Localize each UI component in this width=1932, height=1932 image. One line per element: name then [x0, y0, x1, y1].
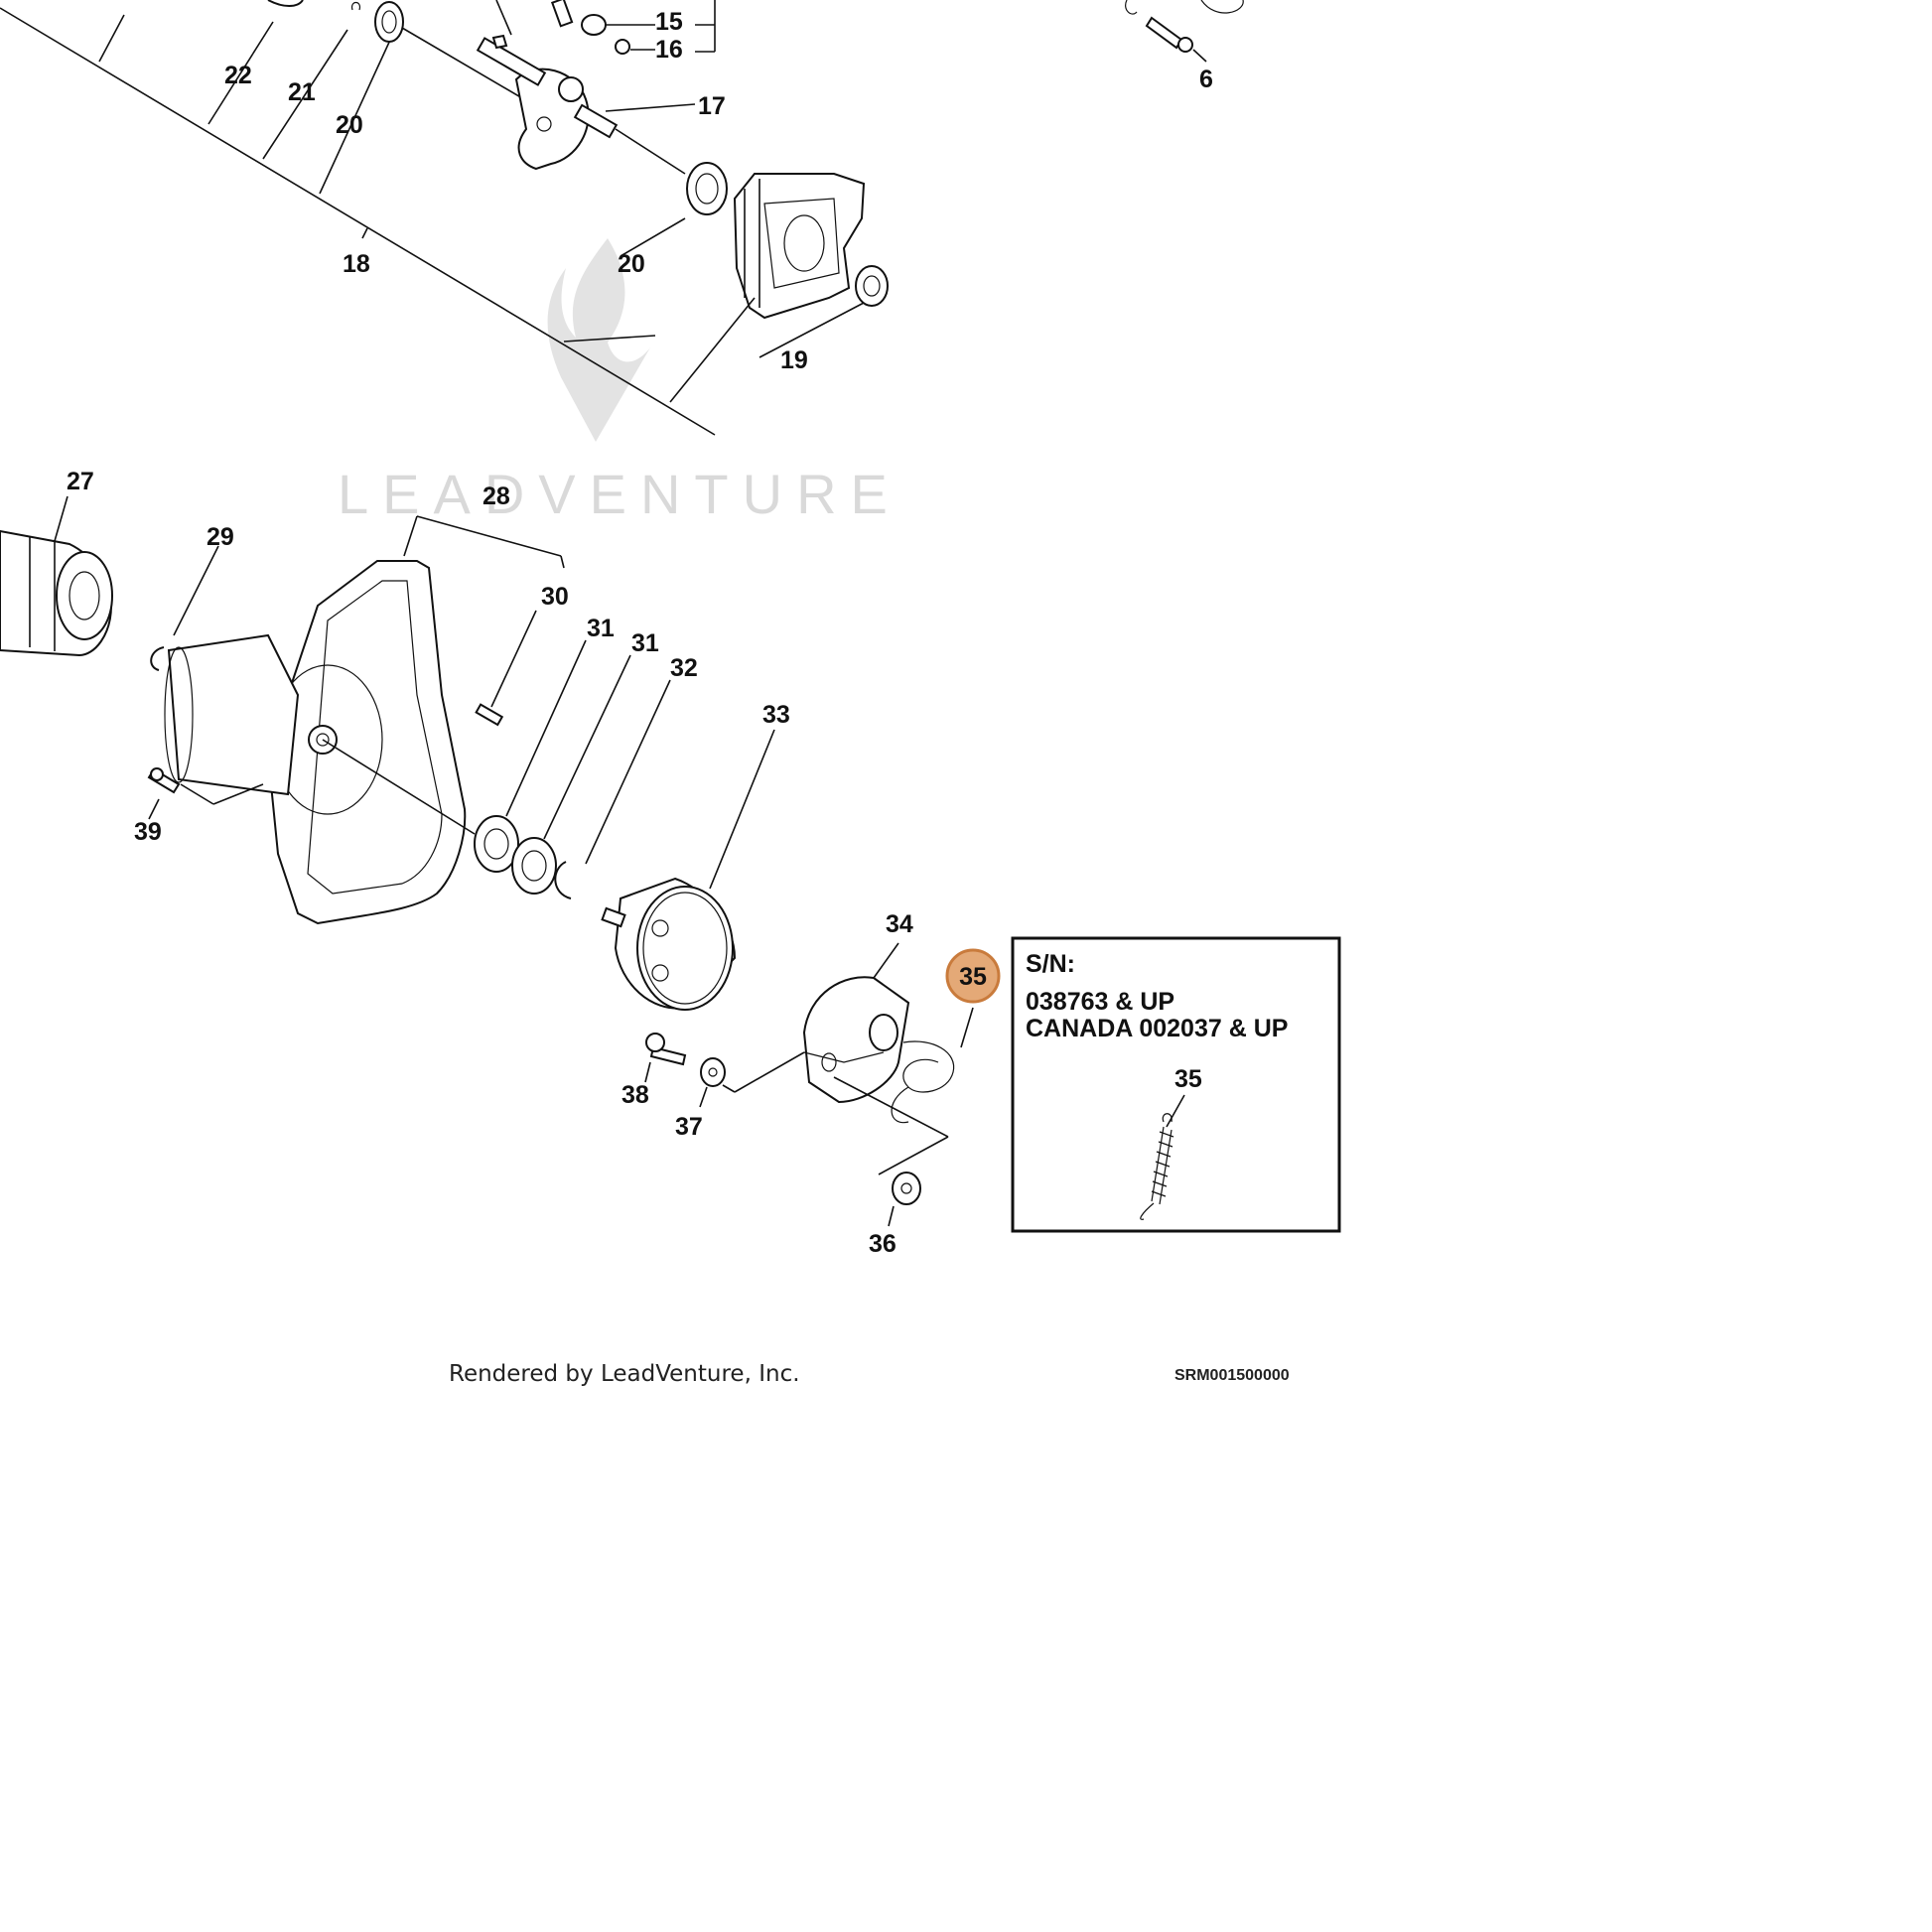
callout-20-lower[interactable]: 20: [618, 250, 645, 278]
callout-28[interactable]: 28: [483, 483, 510, 510]
inset-serial-line2: CANADA 002037 & UP: [1026, 1015, 1288, 1042]
callout-21[interactable]: 21: [288, 78, 316, 106]
callout-27[interactable]: 27: [67, 468, 94, 495]
callout-37[interactable]: 37: [675, 1113, 703, 1141]
callout-29[interactable]: 29: [207, 523, 234, 551]
clutch-housing-assembly: 27 28 29 30 31 31 32 33 39 34 38 37 36 3…: [0, 468, 1001, 1258]
callout-6[interactable]: 6: [1199, 66, 1213, 93]
callout-33[interactable]: 33: [762, 701, 790, 729]
callout-18[interactable]: 18: [343, 250, 370, 278]
leadventure-watermark: LEADVENTURE: [338, 238, 901, 525]
inset-serial-line1: 038763 & UP: [1026, 988, 1174, 1016]
callout-19[interactable]: 19: [780, 346, 808, 374]
callout-17[interactable]: 17: [698, 92, 726, 120]
callout-36[interactable]: 36: [869, 1230, 897, 1258]
inset-spring-illustration: [1140, 1094, 1185, 1220]
callout-15[interactable]: 15: [655, 8, 683, 36]
highlighted-callout-35[interactable]: 35: [945, 948, 1001, 1004]
callout-31-a[interactable]: 31: [587, 615, 615, 642]
callout-32[interactable]: 32: [670, 654, 698, 682]
watermark-text: LEADVENTURE: [338, 463, 901, 525]
callout-16[interactable]: 16: [655, 36, 683, 64]
inset-callout-35[interactable]: 35: [1174, 1065, 1202, 1093]
highlighted-callout-35-label: 35: [959, 963, 987, 991]
callout-22[interactable]: 22: [224, 62, 252, 89]
serial-number-inset: S/N: 038763 & UP CANADA 002037 & UP 35: [1011, 936, 1341, 1233]
callout-39[interactable]: 39: [134, 818, 162, 846]
callout-34[interactable]: 34: [886, 910, 913, 938]
callout-30[interactable]: 30: [541, 583, 569, 611]
callout-38[interactable]: 38: [621, 1081, 649, 1109]
footer-credit: Rendered by LeadVenture, Inc.: [449, 1361, 800, 1387]
callout-20-upper[interactable]: 20: [336, 111, 363, 139]
callout-31-b[interactable]: 31: [631, 629, 659, 657]
footer-diagram-code: SRM001500000: [1174, 1367, 1290, 1384]
crankshaft-assembly: 15 16 17 6 22 21 20 18 20 19: [0, 0, 1244, 436]
inset-heading: S/N:: [1026, 950, 1075, 978]
